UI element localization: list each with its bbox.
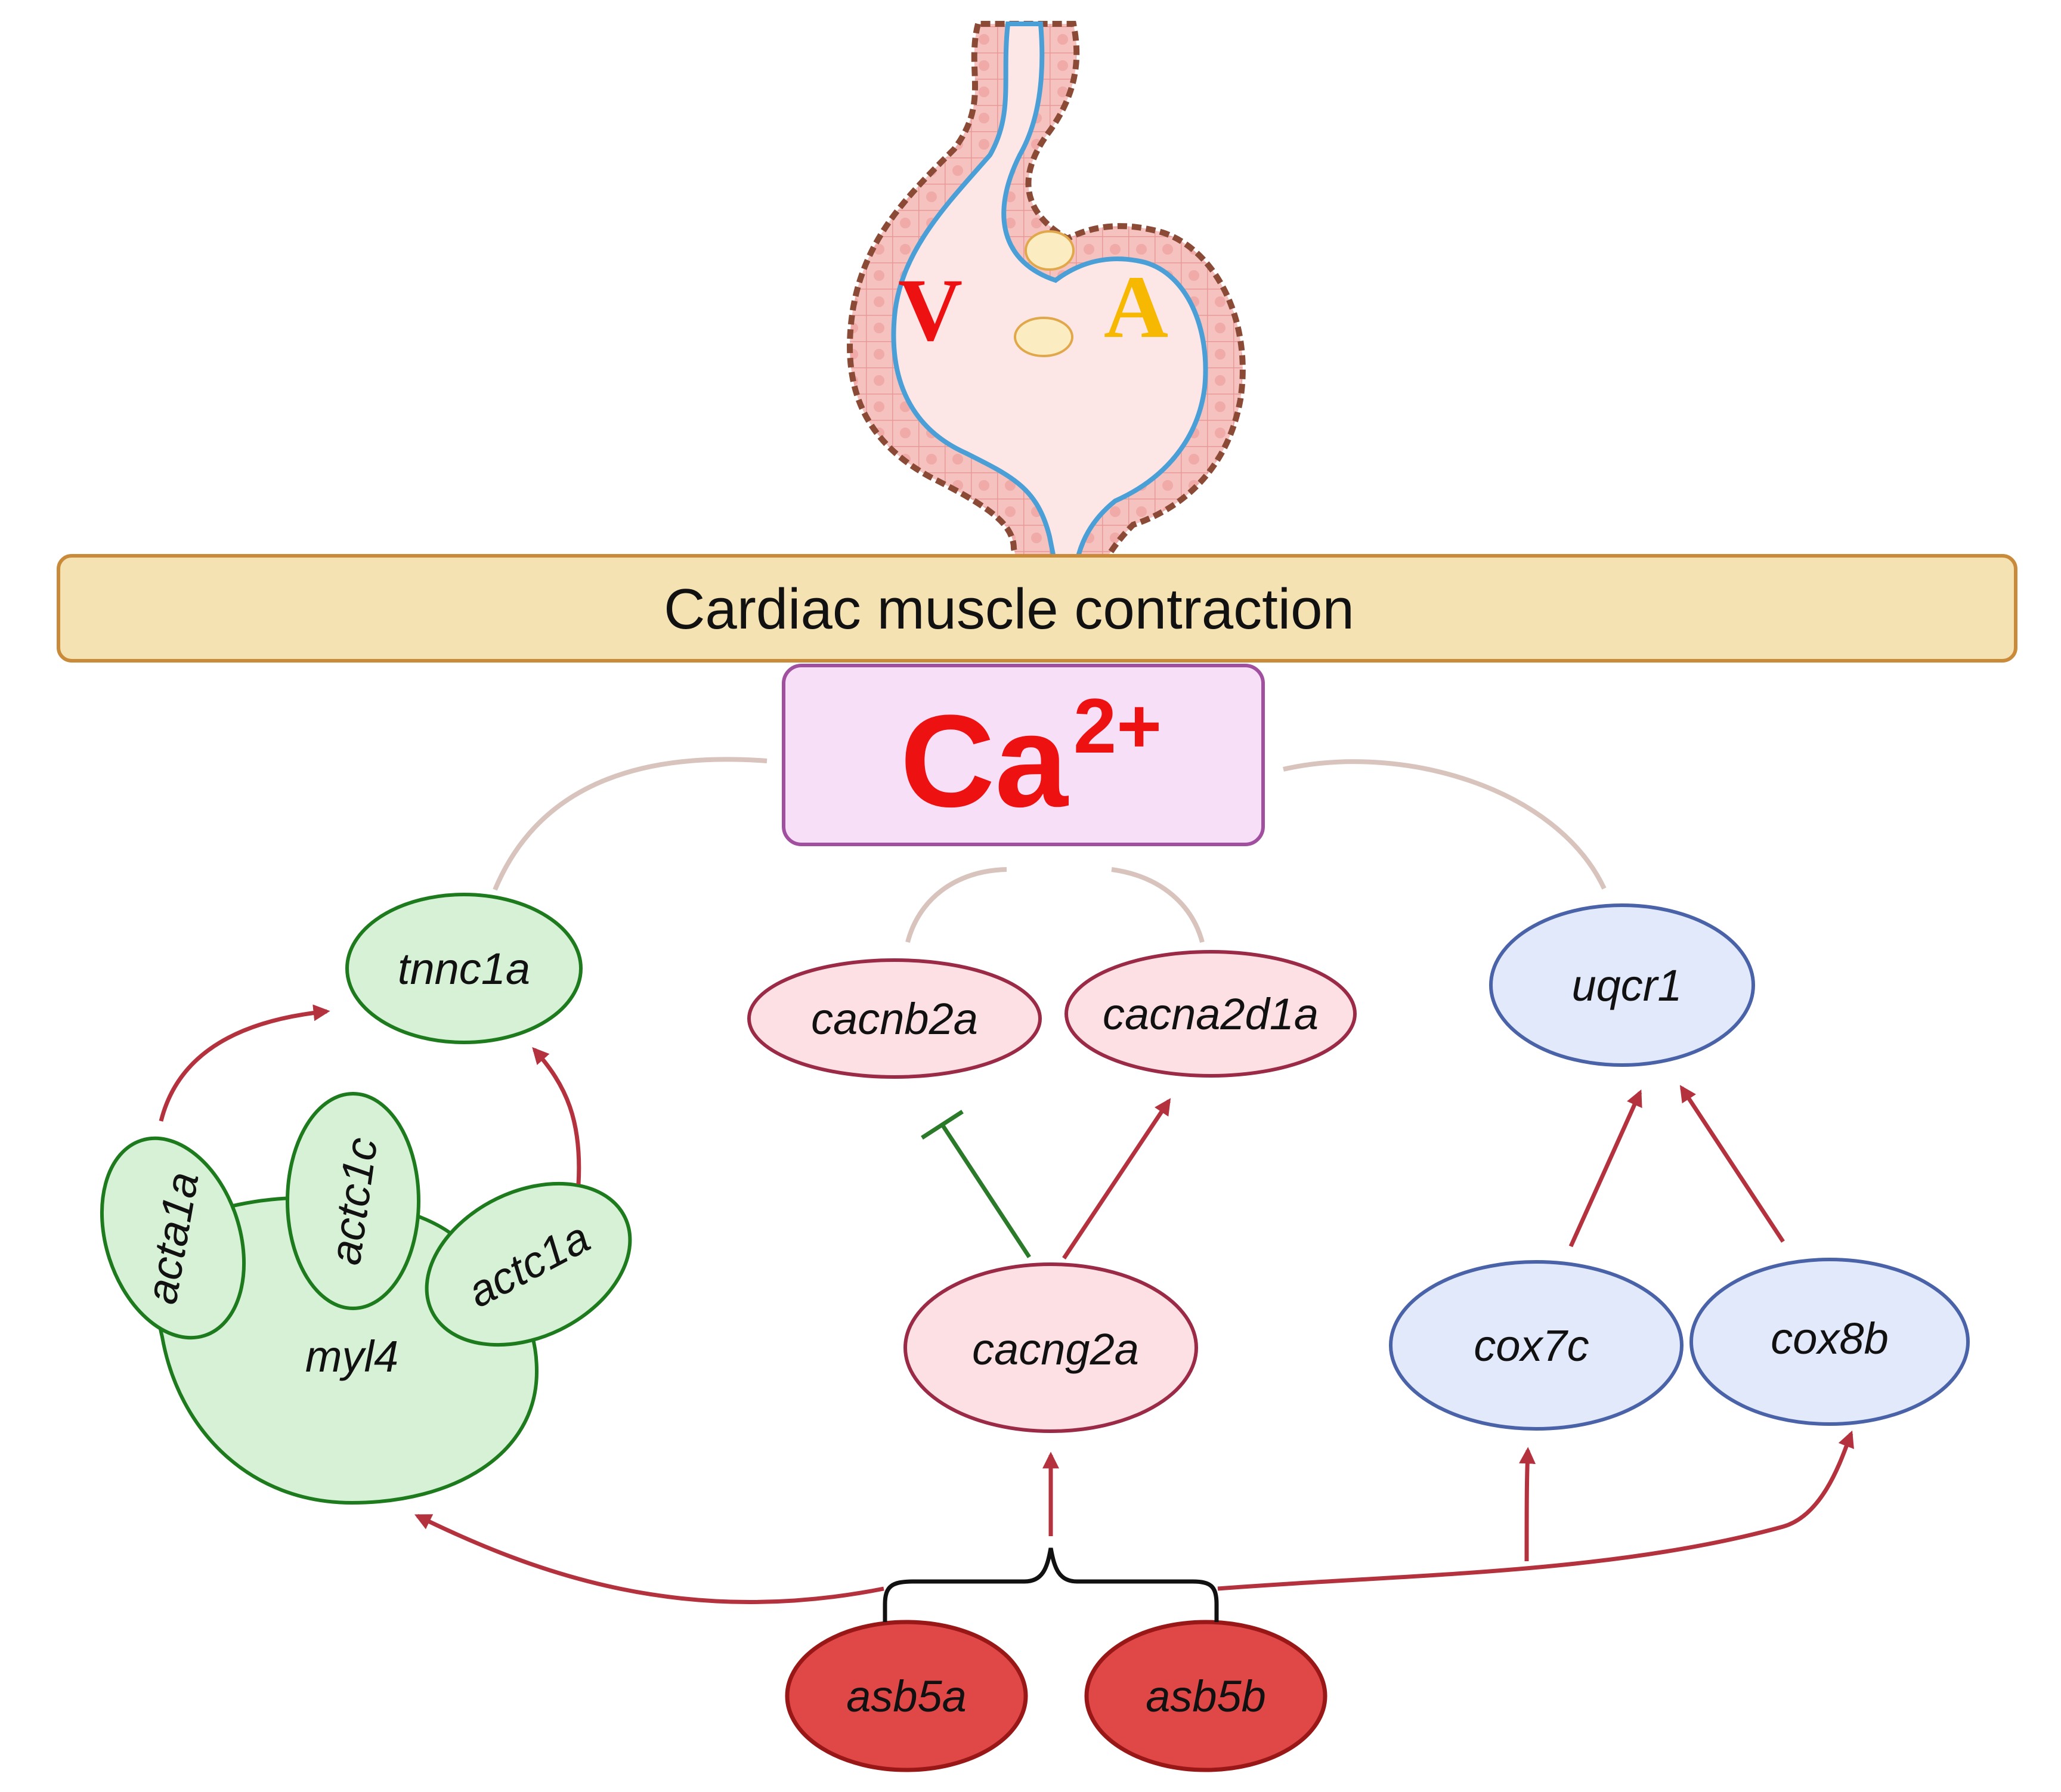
heart-lumen xyxy=(891,21,1208,599)
cox8b-label: cox8b xyxy=(1771,1314,1888,1363)
edge-cacng2a-cacnb2a-inhibition xyxy=(940,1124,1031,1258)
calcium-box xyxy=(782,664,1265,846)
edge-cox8b-uqcr1 xyxy=(1679,1085,1785,1243)
cox8b-node[interactable] xyxy=(1689,1258,1970,1426)
tnnc1a-label: tnnc1a xyxy=(398,944,530,994)
inhibition-bar-icon xyxy=(921,1110,964,1140)
tnnc1a-node[interactable] xyxy=(345,893,583,1044)
asb5a-label: asb5a xyxy=(846,1672,967,1721)
cox7c-node[interactable] xyxy=(1389,1260,1684,1431)
cacna2d1a-label: cacna2d1a xyxy=(1103,989,1319,1039)
curve-calcium-cacna2d1a xyxy=(1111,867,1205,943)
pathway-label: Cardiac muscle contraction xyxy=(664,577,1354,641)
cacnb2a-label: cacnb2a xyxy=(811,994,978,1044)
asb5-bracket xyxy=(883,1548,1219,1622)
acta1a-node[interactable] xyxy=(78,1120,268,1356)
asb5b-label: asb5b xyxy=(1146,1672,1266,1721)
actc1a-node[interactable] xyxy=(400,1152,657,1376)
cacng2a-node[interactable] xyxy=(903,1262,1198,1433)
calcium-channel-cluster: cacnb2a cacna2d1a cacng2a xyxy=(747,950,1357,1433)
actc1c-node[interactable] xyxy=(286,1092,420,1310)
atrium-label: A xyxy=(1104,258,1168,357)
curve-calcium-uqcr1 xyxy=(1283,759,1607,890)
edge-cacng2a-cacna2d1a xyxy=(1062,1098,1171,1259)
curve-calcium-cacnb2a xyxy=(905,867,1007,943)
asb5b-node[interactable] xyxy=(1084,1620,1327,1772)
mitochondrial-cluster: uqcr1 cox7c cox8b xyxy=(1389,903,1970,1431)
asb5a-node[interactable] xyxy=(785,1620,1028,1772)
cacna2d1a-node[interactable] xyxy=(1064,950,1357,1078)
cacnb2a-node[interactable] xyxy=(747,958,1042,1079)
valve-lower xyxy=(1014,317,1073,357)
cacng2a-label: cacng2a xyxy=(972,1324,1139,1374)
uqcr1-label: uqcr1 xyxy=(1571,961,1682,1010)
association-curves xyxy=(493,757,1607,943)
pathway-banner xyxy=(57,554,2017,663)
asb5-regulators: asb5a asb5b xyxy=(785,1548,1327,1772)
myl4-label: myl4 xyxy=(305,1332,398,1381)
curve-calcium-tnnc1a xyxy=(493,757,768,891)
edge-actc1a-tnnc1a xyxy=(532,1047,581,1185)
edge-asb5-right-trunk xyxy=(1217,1430,1854,1591)
valve-upper xyxy=(1025,230,1075,271)
ventricle-label: V xyxy=(898,261,963,360)
uqcr1-node[interactable] xyxy=(1489,903,1755,1067)
actin-cluster: myl4 acta1a actc1c actc1a tnnc1a xyxy=(78,893,657,1505)
calcium-base: Ca xyxy=(900,688,1069,834)
edge-asb5-cox7c xyxy=(1519,1447,1536,1562)
activation-edges xyxy=(159,1004,1854,1605)
edge-asb5-myl4 xyxy=(414,1514,884,1605)
inhibition-edges xyxy=(921,1110,1031,1258)
cox7c-label: cox7c xyxy=(1474,1321,1589,1370)
calcium-ion-label: Ca xyxy=(900,688,1069,834)
edge-acta1a-tnnc1a xyxy=(159,1004,330,1122)
edge-cox7c-uqcr1 xyxy=(1568,1089,1642,1248)
calcium-charge: 2+ xyxy=(1073,682,1162,769)
heart-illustration: V A xyxy=(847,21,1246,599)
